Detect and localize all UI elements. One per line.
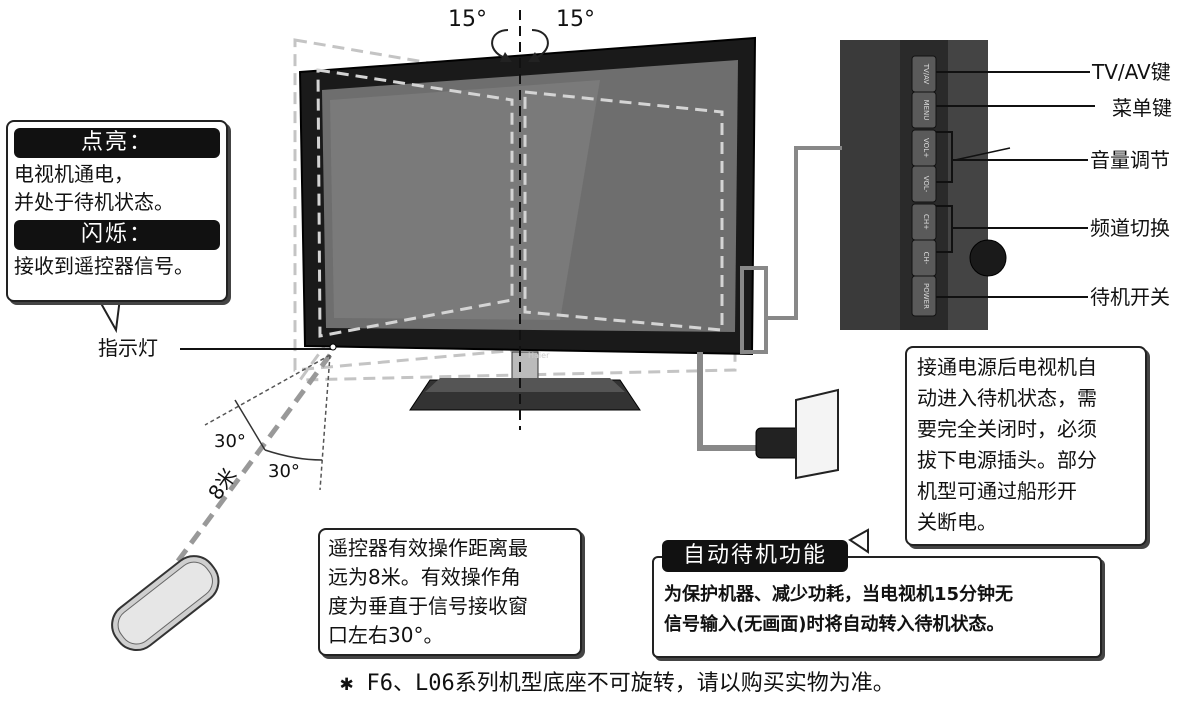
rotate-left-arrow (491, 29, 509, 59)
auto-standby-title: 自动待机功能 (662, 540, 848, 572)
label-power: 待机开关 (1090, 285, 1170, 309)
rotate-right-arrow (531, 29, 549, 59)
remote-control (111, 555, 220, 652)
angle-arc-right (264, 449, 323, 461)
range-centerline (172, 353, 333, 567)
indicator-on-title: 点亮： (14, 128, 220, 158)
tv-stand-base-top (425, 378, 625, 392)
panel-text-3: VOL- (922, 176, 930, 193)
panel-text-5: CH- (922, 252, 930, 265)
angle-right-label: 30° (268, 461, 300, 482)
auto-standby-tail (848, 528, 869, 554)
power-cable (697, 352, 760, 451)
panel-text-0: TV/AV (922, 63, 930, 85)
power-note-callout: 接通电源后电视机自 动进入待机状态，需 要完全关闭时，必须 拔下电源插头。部分 … (905, 346, 1147, 546)
footnote: ✱ F6、L06系列机型底座不可旋转，请以购买实物为准。 (340, 671, 895, 696)
panel-text-2: VOL+ (922, 138, 930, 158)
indicator-on-text: 电视机通电， 并处于待机状态。 (14, 162, 174, 214)
label-tvav: TV/AV键 (1092, 60, 1171, 84)
button-vol-down[interactable] (911, 165, 937, 203)
bracket-channel (936, 205, 1088, 253)
side-panel-shade (948, 40, 988, 330)
power-note-text: 接通电源后电视机自 动进入待机状态，需 要完全关闭时，必须 拔下电源插头。部分 … (917, 355, 1097, 534)
remote-note-text: 遥控器有效操作距离最 远为8米。有效操作角 度为垂直于信号接收窗 口左右30°。 (328, 536, 528, 647)
screen-dashed-right (523, 90, 724, 332)
tilt-left-label: 15° (448, 7, 487, 32)
tv-side-highlight (740, 266, 768, 354)
indicator-blink-title: 闪烁： (14, 220, 220, 250)
label-channel: 频道切换 (1090, 216, 1170, 240)
range-left-boundary (204, 354, 331, 426)
range-right-boundary (319, 354, 331, 491)
brand-logo: Haier (528, 351, 550, 360)
auto-standby-text: 为保护机器、减少功耗，当电视机15分钟无 信号输入(无画面)时将自动转入待机状态… (664, 584, 1014, 635)
screen-highlight (330, 80, 600, 320)
indicator-label: 指示灯 (98, 336, 158, 360)
label-volume: 音量调节 (1090, 148, 1170, 172)
connector-line (766, 146, 842, 320)
rotate-left-arrowhead (500, 52, 512, 62)
side-panel-groove (954, 147, 1011, 161)
auto-standby-callout: 自动待机功能 为保护机器、减少功耗，当电视机15分钟无 信号输入(无画面)时将自… (652, 540, 1102, 658)
indicator-led (329, 343, 337, 351)
indicator-blink-text: 接收到遥控器信号。 (14, 254, 194, 278)
angle-left-label: 30° (214, 431, 246, 452)
indicator-callout-tail (96, 297, 122, 334)
tilt-right-label: 15° (556, 7, 595, 32)
label-menu: 菜单键 (1112, 96, 1172, 120)
panel-text-4: CH+ (922, 214, 930, 230)
rotate-right-arrowhead (528, 52, 540, 62)
remote-note-callout: 遥控器有效操作距离最 远为8米。有效操作角 度为垂直于信号接收窗 口左右30°。 (318, 528, 582, 656)
panel-text-6: POWER (922, 283, 930, 309)
wall-socket (795, 388, 839, 480)
indicator-callout: 点亮： 电视机通电， 并处于待机状态。 闪烁： 接收到遥控器信号。 (6, 120, 228, 302)
bracket-volume (936, 131, 1088, 183)
button-menu[interactable] (911, 91, 937, 129)
ir-receiver (969, 239, 1007, 277)
angle-arc-left (234, 399, 266, 451)
panel-text-1: MENU (922, 100, 930, 121)
